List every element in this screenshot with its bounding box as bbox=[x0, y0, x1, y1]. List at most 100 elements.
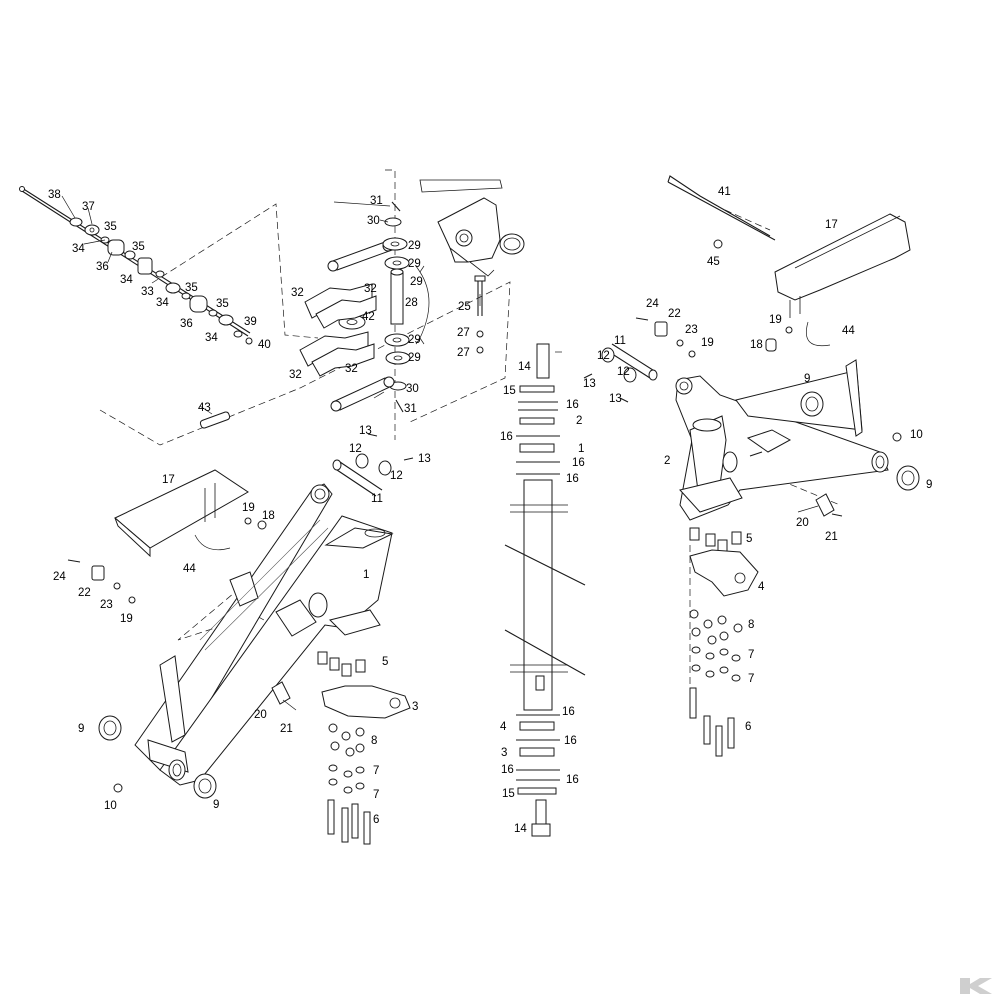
callout-29: 29 bbox=[408, 352, 421, 364]
callout-labels: 38 37 35 34 36 35 34 33 35 34 36 35 34 3… bbox=[48, 186, 932, 835]
callout-44: 44 bbox=[183, 563, 196, 575]
callout-19: 19 bbox=[769, 314, 782, 326]
right-cover-and-cable bbox=[667, 175, 911, 352]
callout-35: 35 bbox=[104, 221, 117, 233]
left-clamp bbox=[67, 559, 136, 604]
brand-logo-icon bbox=[960, 978, 992, 994]
callout-22: 22 bbox=[78, 587, 91, 599]
callout-32: 32 bbox=[289, 369, 302, 381]
right-fastener-stack bbox=[689, 609, 743, 757]
callout-16: 16 bbox=[572, 457, 585, 469]
callout-40: 40 bbox=[258, 339, 271, 351]
callout-9: 9 bbox=[78, 723, 84, 735]
callout-14: 14 bbox=[514, 823, 527, 835]
callout-2: 2 bbox=[576, 415, 582, 427]
callout-32: 32 bbox=[364, 283, 377, 295]
callout-7: 7 bbox=[373, 789, 379, 801]
callout-19: 19 bbox=[242, 502, 255, 514]
callout-12: 12 bbox=[349, 443, 362, 455]
callout-7: 7 bbox=[373, 765, 379, 777]
callout-38: 38 bbox=[48, 189, 61, 201]
callout-9: 9 bbox=[804, 373, 810, 385]
leader-lines bbox=[61, 195, 819, 711]
callout-43: 43 bbox=[198, 402, 211, 414]
callout-13: 13 bbox=[418, 453, 431, 465]
link-and-pin-assembly bbox=[299, 201, 486, 413]
callout-35: 35 bbox=[216, 298, 229, 310]
callout-34: 34 bbox=[156, 297, 169, 309]
callout-4: 4 bbox=[500, 721, 507, 733]
callout-16: 16 bbox=[501, 764, 514, 776]
callout-21: 21 bbox=[280, 723, 293, 735]
callout-32: 32 bbox=[345, 363, 358, 375]
callout-29: 29 bbox=[408, 334, 421, 346]
callout-23: 23 bbox=[685, 324, 698, 336]
callout-31: 31 bbox=[370, 195, 383, 207]
callout-28: 28 bbox=[405, 297, 418, 309]
callout-34: 34 bbox=[205, 332, 218, 344]
callout-9: 9 bbox=[213, 799, 219, 811]
buffer-bolt-assembly bbox=[19, 186, 253, 345]
callout-1: 1 bbox=[578, 443, 584, 455]
callout-16: 16 bbox=[566, 399, 579, 411]
right-clamp-and-bushings bbox=[583, 317, 696, 403]
callout-16: 16 bbox=[562, 706, 575, 718]
callout-35: 35 bbox=[132, 241, 145, 253]
callout-24: 24 bbox=[646, 298, 659, 310]
callout-18: 18 bbox=[262, 510, 275, 522]
callout-30: 30 bbox=[406, 383, 419, 395]
callout-13: 13 bbox=[609, 393, 622, 405]
callout-15: 15 bbox=[503, 385, 516, 397]
callout-34: 34 bbox=[120, 274, 133, 286]
callout-4: 4 bbox=[758, 581, 765, 593]
callout-5: 5 bbox=[382, 656, 388, 668]
callout-14: 14 bbox=[518, 361, 531, 373]
callout-15: 15 bbox=[502, 788, 515, 800]
callout-32: 32 bbox=[291, 287, 304, 299]
callout-29: 29 bbox=[408, 258, 421, 270]
callout-16: 16 bbox=[566, 473, 579, 485]
left-bushing-set bbox=[332, 433, 414, 497]
right-boom-frame bbox=[675, 359, 920, 521]
callout-17: 17 bbox=[162, 474, 175, 486]
callout-11: 11 bbox=[614, 335, 626, 347]
callout-12: 12 bbox=[390, 470, 403, 482]
callout-8: 8 bbox=[371, 735, 377, 747]
callout-6: 6 bbox=[745, 721, 751, 733]
callout-34: 34 bbox=[72, 243, 85, 255]
callout-5: 5 bbox=[746, 533, 752, 545]
callout-42: 42 bbox=[362, 311, 375, 323]
callout-44: 44 bbox=[842, 325, 855, 337]
callout-19: 19 bbox=[701, 337, 714, 349]
center-beam-stack bbox=[504, 343, 586, 837]
callout-35: 35 bbox=[185, 282, 198, 294]
callout-39: 39 bbox=[244, 316, 257, 328]
callout-31: 31 bbox=[404, 403, 417, 415]
callout-21: 21 bbox=[825, 531, 838, 543]
callout-20: 20 bbox=[254, 709, 267, 721]
pin-43 bbox=[199, 411, 231, 429]
callout-3: 3 bbox=[501, 747, 507, 759]
callout-10: 10 bbox=[910, 429, 923, 441]
callout-36: 36 bbox=[180, 318, 193, 330]
callout-9: 9 bbox=[926, 479, 932, 491]
callout-16: 16 bbox=[500, 431, 513, 443]
callout-11: 11 bbox=[371, 493, 383, 505]
callout-27: 27 bbox=[457, 327, 470, 339]
left-fastener-stack bbox=[327, 723, 371, 845]
callout-29: 29 bbox=[408, 240, 421, 252]
callout-8: 8 bbox=[748, 619, 754, 631]
left-bracket-plate bbox=[271, 651, 411, 719]
hitch-bracket bbox=[419, 179, 525, 277]
callout-12: 12 bbox=[597, 350, 610, 362]
callout-45: 45 bbox=[707, 256, 720, 268]
callout-36: 36 bbox=[96, 261, 109, 273]
callout-30: 30 bbox=[367, 215, 380, 227]
callout-18: 18 bbox=[750, 339, 763, 351]
callout-23: 23 bbox=[100, 599, 113, 611]
callout-12: 12 bbox=[617, 366, 630, 378]
callout-41: 41 bbox=[718, 186, 731, 198]
callout-27: 27 bbox=[457, 347, 470, 359]
callout-24: 24 bbox=[53, 571, 66, 583]
callout-19: 19 bbox=[120, 613, 133, 625]
